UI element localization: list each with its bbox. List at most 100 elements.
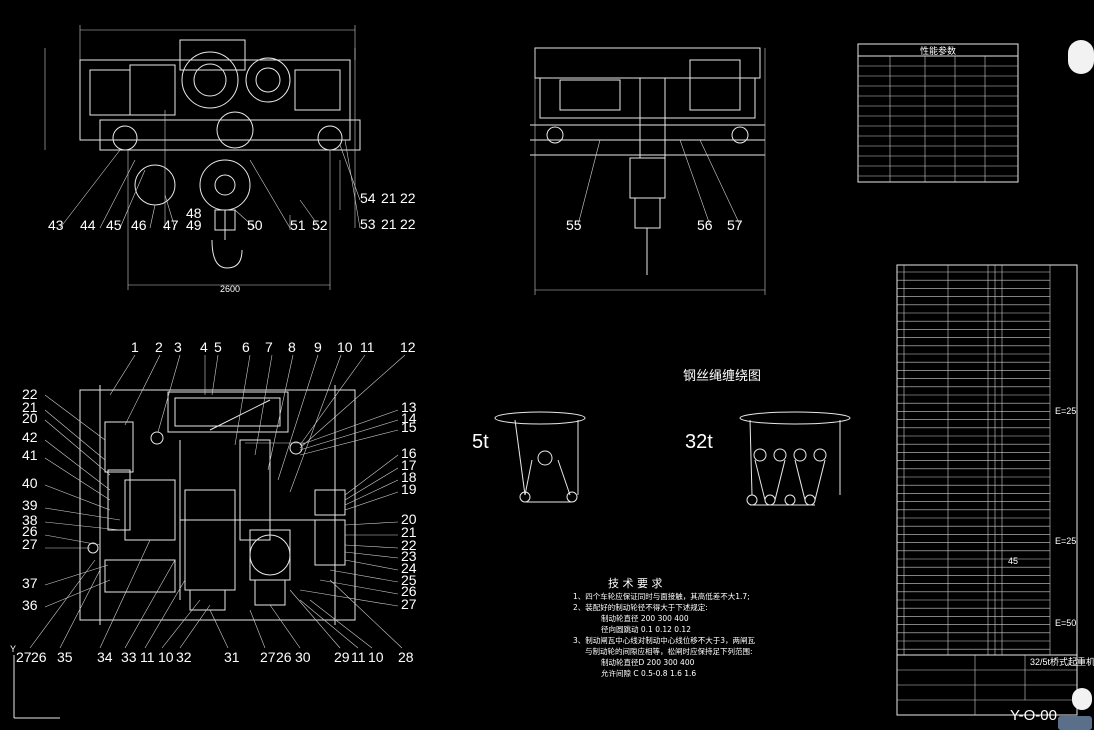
- plan-left-label-0: 22: [22, 386, 38, 402]
- leader-line: [44, 457, 111, 501]
- plan-bottom-label-1: 26: [31, 649, 47, 665]
- bill-of-materials: E=25 E=25 E=50 45 32/5t桥式起重机 Y-O-00: [896, 264, 1094, 724]
- label-47: 47: [163, 217, 179, 233]
- leader-line: [344, 491, 399, 511]
- plan-right-label-11: 24: [401, 560, 417, 576]
- label-43: 43: [48, 217, 64, 233]
- bom-mid-value: 45: [1008, 556, 1018, 566]
- plan-top-label-0: 1: [131, 339, 139, 355]
- rope-winding-diagram: 钢丝绳缠绕图 5t 32t: [472, 368, 851, 506]
- plan-right-label-7: 20: [401, 511, 417, 527]
- leader-line: [179, 604, 211, 649]
- label-51: 51: [290, 217, 306, 233]
- nav-wheel-button[interactable]: [1072, 688, 1092, 710]
- label-57: 57: [727, 217, 743, 233]
- leader-line: [299, 354, 366, 446]
- leader-line: [44, 564, 109, 586]
- leader-line: [267, 354, 294, 471]
- leader-line: [124, 559, 176, 649]
- leader-line: [344, 454, 399, 496]
- leader-line: [157, 354, 181, 433]
- plan-right-label-14: 27: [401, 596, 417, 612]
- leader-line: [44, 439, 111, 491]
- plan-left-label-2: 20: [22, 410, 38, 426]
- tech-line-3: 制动轮直径 200 300 400: [601, 613, 689, 623]
- plan-left-label-11: 36: [22, 597, 38, 613]
- label-22a: 22: [400, 190, 416, 206]
- plan-right-label-12: 25: [401, 572, 417, 588]
- leader-line: [211, 354, 219, 396]
- label-53: 53: [360, 216, 376, 232]
- title-block-line1: 32/5t桥式起重机: [1030, 656, 1094, 667]
- leader-line: [161, 599, 201, 649]
- leader-line: [319, 579, 399, 595]
- plan-left-label-3: 42: [22, 429, 38, 445]
- plan-bottom-label-14: 10: [368, 649, 384, 665]
- plan-right-label-13: 26: [401, 583, 417, 599]
- plan-left-label-1: 21: [22, 399, 38, 415]
- label-21b: 21: [381, 216, 397, 232]
- dim-2600: 2600: [220, 284, 240, 294]
- plan-bottom-label-8: 31: [224, 649, 240, 665]
- plan-top-label-6: 7: [265, 339, 273, 355]
- viewcube-button[interactable]: [1068, 40, 1094, 74]
- status-chip[interactable]: [1058, 716, 1092, 730]
- leader-line: [344, 544, 399, 549]
- plan-bottom-label-10: 26: [276, 649, 292, 665]
- plan-top-label-7: 8: [288, 339, 296, 355]
- plan-view: [79, 385, 356, 625]
- parameter-table: 性能参数: [857, 43, 1019, 183]
- plan-bottom-label-13: 11: [351, 649, 366, 665]
- plan-left-label-4: 41: [22, 447, 38, 463]
- ucs-axis-icon: Y: [10, 644, 60, 719]
- leader-line: [59, 569, 101, 649]
- label-50: 50: [247, 217, 263, 233]
- label-21a: 21: [381, 190, 397, 206]
- leader-line: [299, 429, 399, 456]
- tech-line-1: 1、四个车轮应保证同时与面接触，其高低差不大1.7;: [573, 591, 750, 601]
- plan-right-label-3: 16: [401, 445, 417, 461]
- plan-right-label-8: 21: [401, 524, 417, 540]
- label-22b: 22: [400, 216, 416, 232]
- leader-line: [44, 579, 111, 608]
- leader-line: [344, 467, 399, 501]
- leader-line: [144, 579, 186, 649]
- plan-right-label-9: 22: [401, 537, 417, 553]
- plan-bottom-label-2: 35: [57, 649, 73, 665]
- title-block-code: Y-O-00: [1010, 707, 1057, 724]
- leader-line: [299, 409, 399, 446]
- label-46: 46: [131, 217, 147, 233]
- plan-view-leaders: [29, 354, 406, 649]
- tech-title: 技 术 要 求: [608, 577, 663, 590]
- leader-line: [29, 559, 96, 649]
- plan-bottom-label-6: 10: [158, 649, 174, 665]
- leader-line: [344, 551, 399, 559]
- plan-top-label-11: 12: [400, 339, 416, 355]
- leader-line: [299, 419, 399, 451]
- bom-mark-2: E=25: [1055, 536, 1076, 546]
- leader-line: [299, 354, 406, 449]
- plan-right-label-0: 13: [401, 399, 417, 415]
- plan-left-label-6: 39: [22, 497, 38, 513]
- end-elevation-view: [530, 47, 766, 295]
- plan-bottom-label-7: 32: [176, 649, 192, 665]
- plan-top-label-4: 5: [214, 339, 222, 355]
- technical-requirements: 技 术 要 求 1、四个车轮应保证同时与面接触，其高低差不大1.7; 2、装配好…: [573, 577, 756, 678]
- leader-line: [234, 354, 251, 446]
- axis-y-label: Y: [10, 644, 16, 654]
- label-45: 45: [106, 217, 122, 233]
- plan-top-label-8: 9: [314, 339, 322, 355]
- plan-right-label-2: 15: [401, 419, 417, 435]
- plan-left-label-10: 37: [22, 575, 38, 591]
- plan-bottom-label-0: 27: [16, 649, 32, 665]
- leader-line: [329, 579, 403, 649]
- label-48: 48: [186, 205, 202, 221]
- tech-line-4: 径向圆跳动 0.1 0.12 0.12: [601, 624, 691, 634]
- rope-32t-label: 32t: [685, 431, 713, 453]
- bom-mark-3: E=50: [1055, 618, 1076, 628]
- tech-line-8: 允许间隙 C 0.5-0.8 1.6 1.6: [601, 668, 696, 678]
- leader-line: [249, 609, 266, 649]
